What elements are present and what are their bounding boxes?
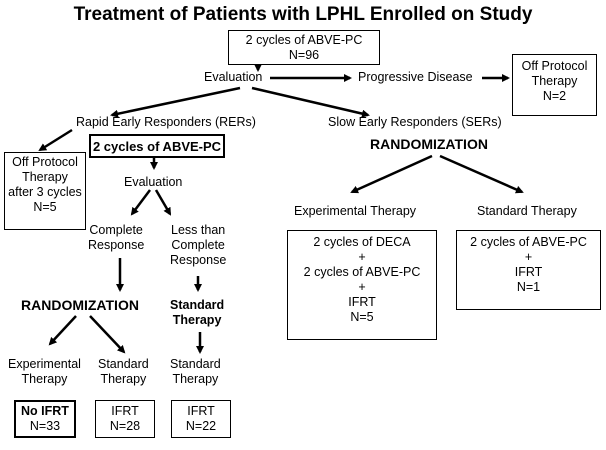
- no-ifrt-box-line2: N=33: [29, 419, 61, 433]
- arrow-ser-randomization-to-experimental: [350, 154, 433, 194]
- ifrt-22-box-line2: N=22: [185, 419, 217, 433]
- standard-therapy-bold-line2: Therapy: [172, 313, 222, 327]
- ser-label: Slow Early Responders (SERs): [328, 115, 502, 129]
- lcr-standard-therapy-line2: Therapy: [172, 372, 219, 386]
- lcr-standard-therapy: Standard Therapy: [170, 357, 221, 387]
- off-protocol-pd-line2: Therapy: [531, 74, 578, 88]
- ser-standard-box: 2 cycles of ABVE-PC + IFRT N=1: [456, 230, 601, 310]
- rer-experimental-therapy: Experimental Therapy: [8, 357, 81, 387]
- ser-exp-box-line4: +: [358, 280, 366, 294]
- off-protocol-rer-box: Off Protocol Therapy after 3 cycles N=5: [4, 152, 86, 230]
- off-protocol-pd-line1: Off Protocol: [521, 59, 588, 73]
- arrow-evaluation-to-rer: [110, 86, 241, 118]
- start-box-line2: N=96: [288, 48, 320, 62]
- rer-experimental-therapy-line2: Therapy: [21, 372, 68, 386]
- arrow-randomization-to-experimental: [48, 315, 77, 346]
- ser-std-box-line1: 2 cycles of ABVE-PC: [470, 235, 587, 249]
- ser-exp-box-line1: 2 cycles of DECA: [313, 235, 411, 249]
- rer-standard-therapy-line1: Standard: [98, 357, 149, 371]
- arrow-rer-to-off-protocol: [38, 128, 73, 152]
- less-than-complete-line2: Complete: [171, 238, 225, 252]
- less-than-complete-line3: Response: [170, 253, 227, 267]
- less-than-complete-label: Less than Complete Response: [170, 223, 226, 268]
- rer-standard-therapy-line2: Therapy: [100, 372, 147, 386]
- ser-exp-box-line6: N=5: [350, 310, 374, 324]
- less-than-complete-line1: Less than: [171, 223, 226, 237]
- ser-experimental-box: 2 cycles of DECA + 2 cycles of ABVE-PC +…: [287, 230, 437, 340]
- complete-response-line2: Response: [88, 238, 145, 252]
- rer-abve-box: 2 cycles of ABVE-PC: [89, 134, 225, 158]
- off-protocol-pd-line3: N=2: [542, 89, 567, 103]
- ser-std-box-line4: N=1: [516, 280, 541, 294]
- ifrt-22-box-line1: IFRT: [187, 404, 215, 418]
- ser-standard-label: Standard Therapy: [477, 204, 577, 218]
- evaluation-top: Evaluation: [204, 70, 263, 84]
- ifrt-22-box: IFRT N=22: [171, 400, 231, 438]
- off-protocol-rer-line2: Therapy: [22, 170, 68, 184]
- complete-response-label: Complete Response: [88, 223, 144, 253]
- ifrt-28-box: IFRT N=28: [95, 400, 155, 438]
- rer-standard-therapy: Standard Therapy: [98, 357, 149, 387]
- standard-therapy-bold: Standard Therapy: [170, 298, 224, 328]
- complete-response-line1: Complete: [89, 223, 143, 237]
- arrow-evaluation-to-ser: [251, 86, 370, 118]
- diagram-title: Treatment of Patients with LPHL Enrolled…: [73, 4, 533, 25]
- rer-label: Rapid Early Responders (RERs): [76, 115, 256, 129]
- ifrt-28-box-line1: IFRT: [111, 404, 139, 418]
- rer-experimental-therapy-line1: Experimental: [8, 357, 81, 371]
- no-ifrt-box: No IFRT N=33: [14, 400, 76, 438]
- randomization-rer: RANDOMIZATION: [21, 297, 139, 313]
- rer-abve-box-label: 2 cycles of ABVE-PC: [92, 139, 222, 154]
- arrow-eval-to-less-than: [154, 189, 172, 216]
- no-ifrt-box-line1: No IFRT: [21, 404, 69, 418]
- arrow-eval-to-complete: [130, 189, 151, 216]
- ser-exp-box-line3: 2 cycles of ABVE-PC: [303, 265, 421, 279]
- arrow-randomization-to-standard: [89, 315, 126, 354]
- standard-therapy-bold-line1: Standard: [170, 298, 225, 312]
- off-protocol-rer-line1: Off Protocol: [12, 155, 78, 169]
- ser-std-box-line2: +: [524, 250, 533, 264]
- ser-experimental-label: Experimental Therapy: [294, 204, 417, 218]
- ser-std-box-line3: IFRT: [514, 265, 543, 279]
- evaluation-rer: Evaluation: [124, 175, 183, 189]
- off-protocol-rer-line4: N=5: [33, 200, 57, 214]
- randomization-ser: RANDOMIZATION: [370, 136, 488, 152]
- arrow-ser-randomization-to-standard: [439, 154, 524, 194]
- ser-exp-box-line2: +: [358, 250, 366, 264]
- start-box: 2 cycles of ABVE-PC N=96: [228, 30, 380, 65]
- off-protocol-rer-line3: after 3 cycles: [8, 185, 82, 199]
- lcr-standard-therapy-line1: Standard: [170, 357, 221, 371]
- start-box-line1: 2 cycles of ABVE-PC: [245, 33, 363, 47]
- off-protocol-pd-box: Off Protocol Therapy N=2: [512, 54, 597, 116]
- progressive-disease-label: Progressive Disease: [358, 70, 473, 84]
- ser-exp-box-line5: IFRT: [348, 295, 376, 309]
- ifrt-28-box-line2: N=28: [109, 419, 141, 433]
